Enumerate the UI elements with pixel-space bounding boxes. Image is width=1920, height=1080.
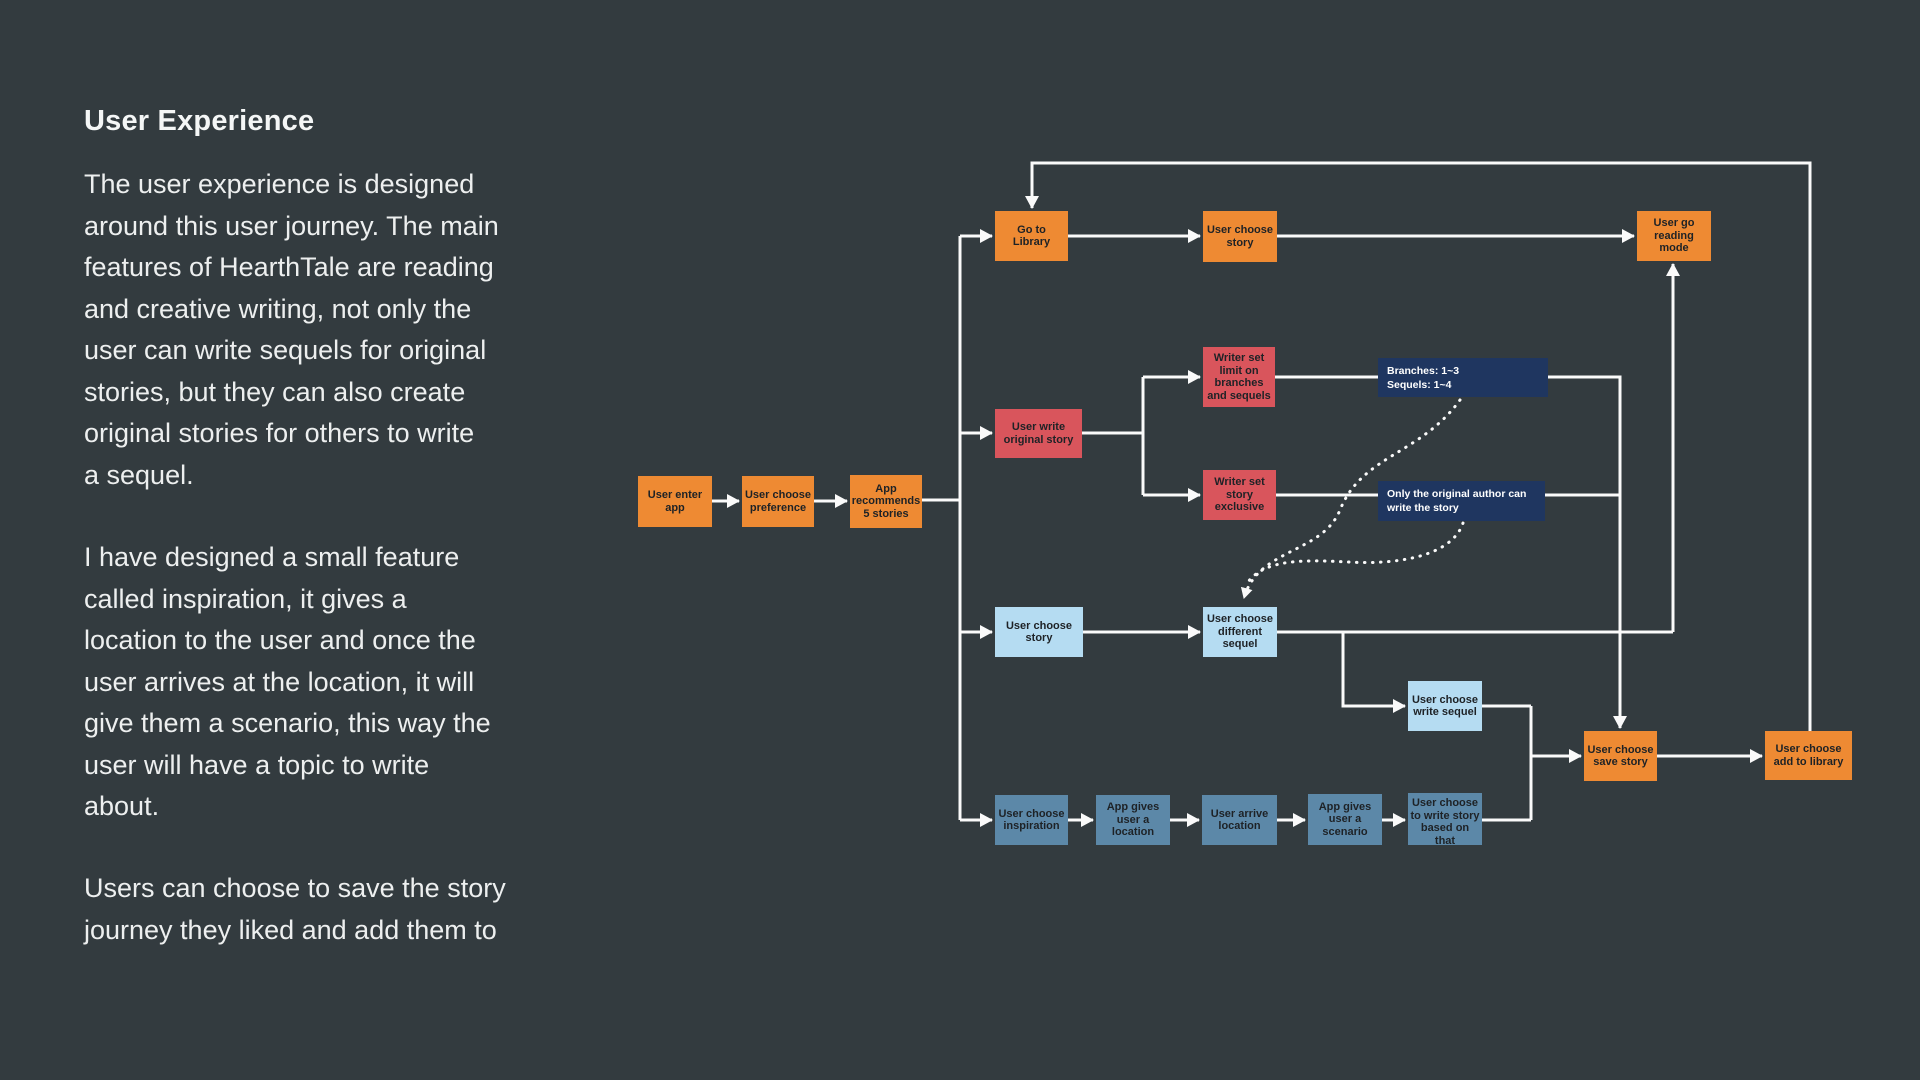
flow-node-gives-location: App gives user a location xyxy=(1096,795,1170,845)
flow-node-choose-preference: User choose preference xyxy=(742,476,814,527)
flow-node-add-to-library: User choose add to library xyxy=(1765,731,1852,780)
flow-node-set-limit: Writer set limit on branches and sequels xyxy=(1203,347,1275,407)
flow-node-note-branches: Branches: 1~3 Sequels: 1~4 xyxy=(1378,358,1548,397)
flow-node-write-sequel: User choose write sequel xyxy=(1408,681,1482,731)
flow-node-go-to-library: Go to Library xyxy=(995,211,1068,261)
flow-node-write-story-based: User choose to write story based on that xyxy=(1408,793,1482,845)
body-paragraph-2: I have designed a small feature called i… xyxy=(84,542,491,821)
flow-node-app-recommends: App recommends 5 stories xyxy=(850,475,922,528)
section-title: User Experience xyxy=(84,105,315,137)
flow-node-enter-app: User enter app xyxy=(638,476,712,527)
flow-node-set-exclusive: Writer set story exclusive xyxy=(1203,470,1276,520)
flow-node-different-sequel: User choose different sequel xyxy=(1203,607,1277,657)
flow-node-save-story: User choose save story xyxy=(1584,731,1657,781)
flow-node-arrive-location: User arrive location xyxy=(1202,795,1277,845)
flow-node-note-author: Only the original author can write the s… xyxy=(1378,481,1545,521)
flow-node-gives-scenario: App gives user a scenario xyxy=(1308,794,1382,845)
flow-node-write-original: User write original story xyxy=(995,409,1082,458)
body-paragraph-3: Users can choose to save the story journ… xyxy=(84,873,506,945)
flow-node-choose-story-mid: User choose story xyxy=(995,607,1083,657)
flow-node-choose-story-top: User choose story xyxy=(1203,211,1277,262)
body-paragraph-1: The user experience is designed around t… xyxy=(84,169,499,490)
flow-node-choose-inspiration: User choose inspiration xyxy=(995,795,1068,845)
flow-node-reading-mode: User go reading mode xyxy=(1637,211,1711,261)
